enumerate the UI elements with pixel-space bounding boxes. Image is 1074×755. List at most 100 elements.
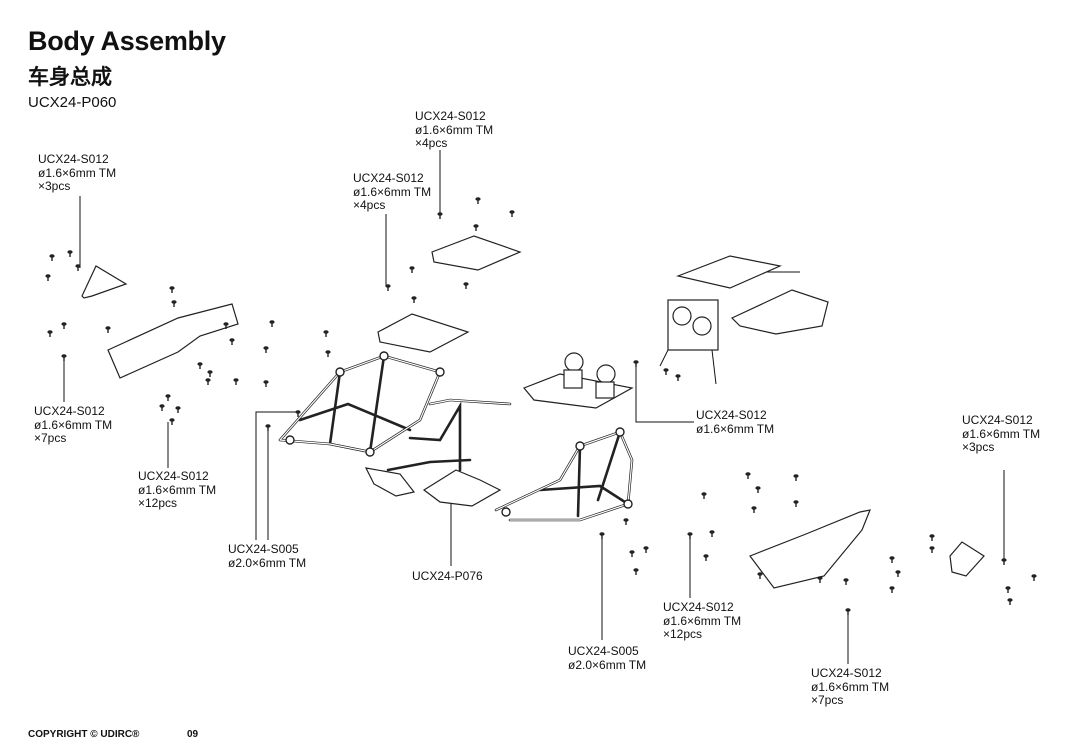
- callout-qty: ×7pcs: [34, 431, 67, 445]
- screw-mark: [475, 197, 481, 204]
- callout-spec: ø1.6×6mm TM: [415, 122, 494, 137]
- callout-qty: ×12pcs: [663, 627, 703, 641]
- callout-left-cage-screws: UCX24-S012 ø1.6×6mm TM ×12pcs: [138, 469, 217, 511]
- screw-mark: [45, 274, 51, 281]
- screw-mark: [197, 362, 203, 369]
- screw-mark: [105, 326, 111, 333]
- callout-code: UCX24-S012: [353, 171, 424, 185]
- screw-mark: [175, 406, 181, 413]
- callout-spec: ø1.6×6mm TM: [696, 421, 775, 436]
- screw-mark: [793, 474, 799, 481]
- top-cover-plate: [431, 235, 522, 271]
- callout-spec: ø1.6×6mm TM: [811, 679, 890, 694]
- right-roll-cage: [494, 427, 634, 522]
- callout-spec: ø1.6×6mm TM: [353, 184, 432, 199]
- screw-mark: [263, 346, 269, 353]
- screw-mark: [61, 354, 67, 361]
- callout-spec: ø2.0×6mm TM: [568, 657, 647, 672]
- callout-code: UCX24-S012: [415, 109, 486, 123]
- screw-mark: [169, 418, 175, 425]
- callout-code: UCX24-S012: [811, 666, 882, 680]
- callout-code: UCX24-S012: [962, 413, 1033, 427]
- screw-mark: [751, 506, 757, 513]
- screw-mark: [171, 300, 177, 307]
- screw-mark: [687, 532, 693, 539]
- screw-mark: [1005, 586, 1011, 593]
- callout-qty: ×4pcs: [353, 198, 386, 212]
- screw-mark: [745, 472, 751, 479]
- callout-code: UCX24-S012: [696, 408, 767, 422]
- screw-mark: [233, 378, 239, 385]
- screw-mark: [929, 534, 935, 541]
- page-title-chinese: 车身总成: [28, 65, 112, 89]
- screw-mark: [1031, 574, 1037, 581]
- front-plate: [377, 313, 470, 353]
- screw-mark: [817, 576, 823, 583]
- screw-mark: [265, 424, 271, 431]
- screw-mark: [889, 556, 895, 563]
- screw-mark: [889, 586, 895, 593]
- callout-code: UCX24-S005: [568, 644, 639, 658]
- chassis-mount-p076: [422, 469, 502, 507]
- callout-spec: ø2.0×6mm TM: [228, 555, 307, 570]
- screw-mark: [207, 370, 213, 377]
- screw-mark: [165, 394, 171, 401]
- callout-left-panel-screws: UCX24-S012 ø1.6×6mm TM ×7pcs: [34, 404, 112, 446]
- screw-mark: [437, 212, 443, 219]
- screw-mark: [229, 338, 235, 345]
- screw-mark: [793, 500, 799, 507]
- screw-mark: [1001, 558, 1007, 565]
- screw-mark: [463, 282, 469, 289]
- callout-code: UCX24-S005: [228, 542, 299, 556]
- callout-left-bracket-screws: UCX24-S012 ø1.6×6mm TM ×3pcs: [38, 152, 117, 194]
- callout-radiator-screws: UCX24-S012 ø1.6×6mm TM: [696, 408, 775, 436]
- callout-qty: ×12pcs: [138, 496, 178, 510]
- callout-spec: ø1.6×6mm TM: [38, 165, 117, 180]
- left-side-panel: [107, 303, 239, 379]
- screw-group: [45, 197, 1037, 615]
- lower-arm: [364, 467, 416, 497]
- screw-mark: [269, 320, 275, 327]
- radiator-assembly: [659, 255, 782, 385]
- callout-spec: ø1.6×6mm TM: [138, 482, 217, 497]
- screw-mark: [325, 350, 331, 357]
- screw-mark: [75, 264, 81, 271]
- screw-mark: [409, 266, 415, 273]
- screw-mark: [633, 568, 639, 575]
- screw-mark: [845, 608, 851, 615]
- screw-mark: [843, 578, 849, 585]
- screw-mark: [67, 250, 73, 257]
- screw-mark: [47, 330, 53, 337]
- screw-mark: [755, 486, 761, 493]
- callout-right-panel-screws: UCX24-S012 ø1.6×6mm TM ×7pcs: [811, 666, 890, 708]
- screw-mark: [323, 330, 329, 337]
- callout-code: UCX24-S012: [38, 152, 109, 166]
- left-roll-cage: [278, 351, 445, 457]
- right-small-bracket: [949, 541, 985, 577]
- screw-mark: [757, 572, 763, 579]
- screw-mark: [205, 378, 211, 385]
- callout-qty: ×3pcs: [38, 179, 71, 193]
- callout-spec: ø1.6×6mm TM: [962, 426, 1041, 441]
- screw-mark: [411, 296, 417, 303]
- screw-mark: [61, 322, 67, 329]
- callout-right-bracket-screws: UCX24-S012 ø1.6×6mm TM ×3pcs: [962, 413, 1041, 455]
- screw-mark: [703, 554, 709, 561]
- callout-left-s005-screws: UCX24-S005 ø2.0×6mm TM: [228, 542, 307, 570]
- callout-right-s005-screws: UCX24-S005 ø2.0×6mm TM: [568, 644, 647, 672]
- callout-qty: ×7pcs: [811, 693, 844, 707]
- screw-mark: [169, 286, 175, 293]
- screw-mark: [223, 322, 229, 329]
- screw-mark: [633, 360, 639, 367]
- callout-spec: ø1.6×6mm TM: [663, 613, 742, 628]
- page-number: 09: [187, 729, 199, 740]
- screw-mark: [709, 530, 715, 537]
- leader-lines: [63, 150, 1005, 664]
- callout-qty: ×3pcs: [962, 440, 995, 454]
- screw-mark: [295, 410, 301, 417]
- right-side-panel: [749, 509, 871, 589]
- suspension-links: [386, 398, 512, 472]
- screw-mark: [675, 374, 681, 381]
- screw-mark: [929, 546, 935, 553]
